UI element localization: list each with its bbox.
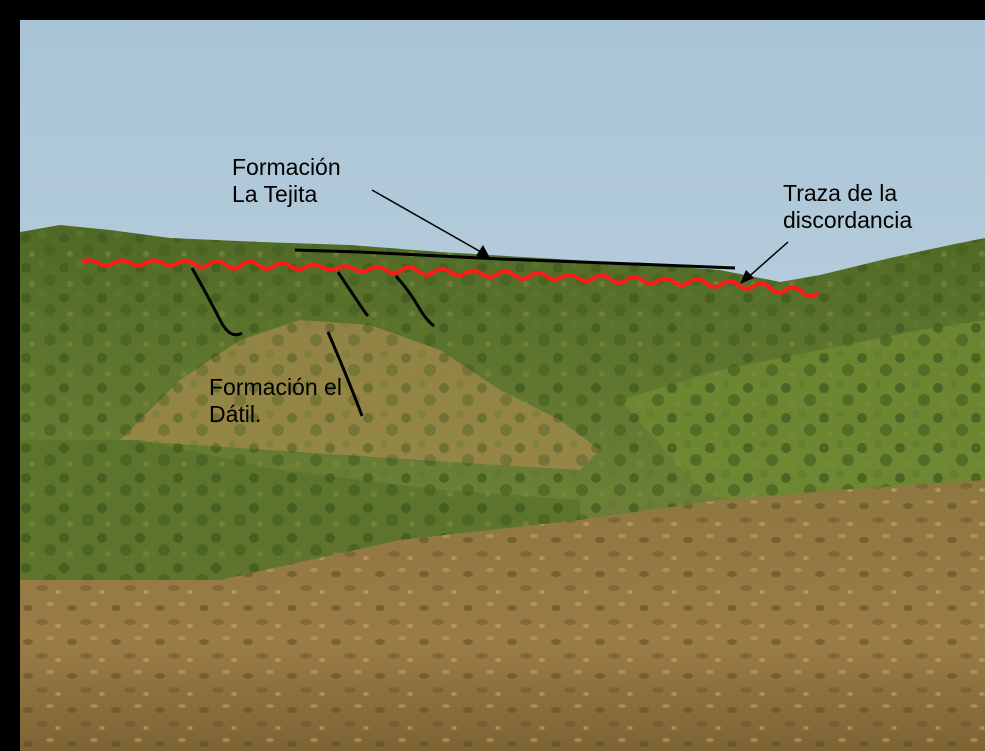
label-line: La Tejita [232, 181, 318, 207]
label-traza-discordancia: Traza de la discordancia [783, 180, 912, 234]
label-line: Traza de la [783, 180, 898, 206]
label-line: discordancia [783, 207, 913, 233]
label-formacion-el-datil: Formación el Dátil. [209, 374, 342, 428]
label-line: Dátil. [209, 401, 262, 427]
label-line: Formación el [209, 374, 342, 400]
label-line: Formación [232, 154, 341, 180]
field-photo: Formación La Tejita Traza de la discorda… [20, 20, 985, 751]
label-formacion-la-tejita: Formación La Tejita [232, 154, 341, 208]
photo-drawing [20, 20, 985, 751]
